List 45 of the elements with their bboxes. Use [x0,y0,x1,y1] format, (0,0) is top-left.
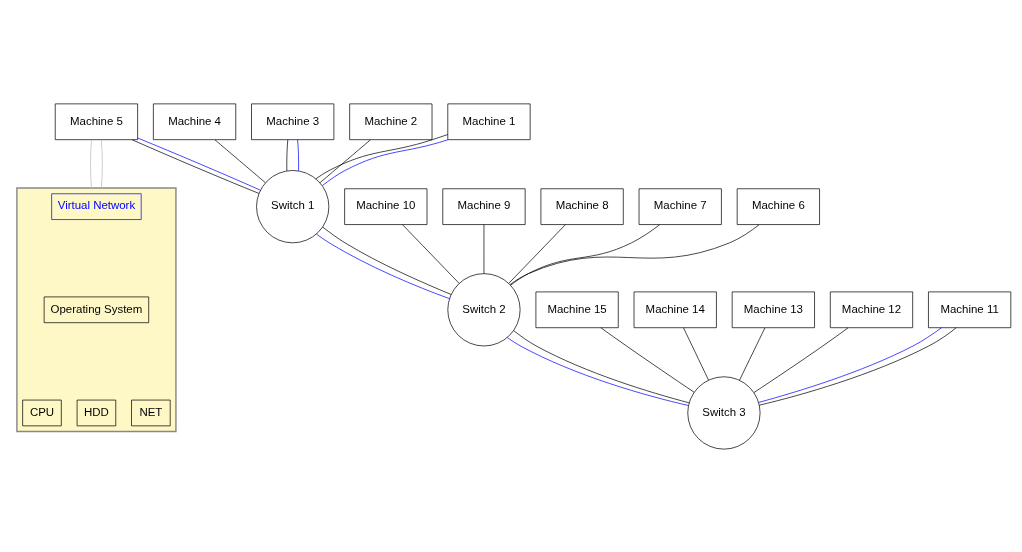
connector [90,138,92,188]
node-box: Machine 6 [736,187,820,225]
node-box: Machine 8 [540,187,624,225]
node-box: CPU [22,399,62,426]
node-box: NET [131,399,171,426]
connector [402,223,460,284]
node-box: Machine 11 [928,291,1012,328]
connector [483,223,485,274]
connector [508,223,566,284]
node-box: HDD [76,399,117,426]
connector [214,138,266,183]
node-box: Machine 5 [54,103,138,140]
connector [100,138,103,188]
connector [507,336,689,406]
connector [286,138,289,171]
connector [322,138,449,186]
cluster [16,186,177,432]
node-box: Machine 3 [251,103,335,140]
node-box: Machine 15 [535,291,619,328]
node-circle: Switch 1 [256,169,330,243]
connector [509,223,760,285]
connector [316,233,450,299]
connector [510,223,660,286]
connector [513,329,690,403]
connector [683,326,709,380]
node-box: Machine 14 [633,291,717,328]
node-box: Machine 10 [344,187,428,225]
node-box: Machine 12 [829,291,914,328]
node-box: Machine 9 [442,187,526,225]
connector [322,226,452,295]
node-circle: Switch 3 [687,375,761,449]
node-box: Machine 1 [447,103,531,140]
connector [739,326,766,381]
connector [315,133,449,179]
node-box: Machine 7 [638,187,722,225]
node-box: Machine 2 [349,103,433,140]
node-box: Virtual Network [51,192,142,220]
connector [600,326,695,393]
connector [753,327,849,393]
connector [297,138,299,171]
connector [319,138,371,183]
node-box: Operating System [43,296,150,323]
node-box: Machine 13 [731,291,815,328]
node-box: Machine 4 [153,103,237,140]
node-circle: Switch 2 [447,272,521,346]
